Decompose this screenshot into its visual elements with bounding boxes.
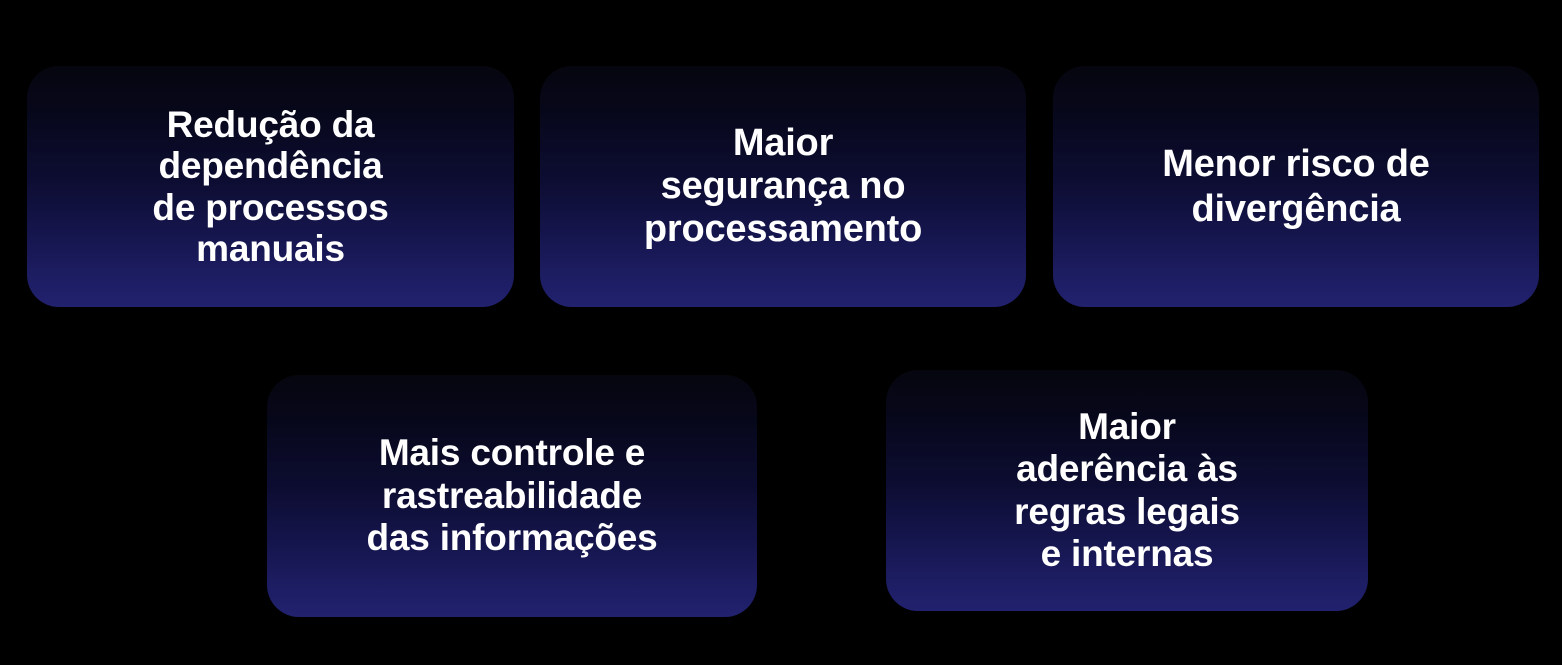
benefit-card-maior-seguranca: Maior segurança no processamento	[540, 66, 1026, 307]
benefit-card-menor-risco: Menor risco de divergência	[1053, 66, 1539, 307]
benefit-card-mais-controle: Mais controle e rastreabilidade das info…	[267, 375, 757, 617]
benefit-card-maior-aderencia: Maior aderência às regras legais e inter…	[886, 370, 1368, 611]
benefit-card-reducao-dependencia: Redução da dependência de processos manu…	[27, 66, 514, 307]
benefit-card-label: Redução da dependência de processos manu…	[152, 103, 389, 269]
benefit-card-label: Mais controle e rastreabilidade das info…	[366, 431, 658, 559]
benefit-card-label: Menor risco de divergência	[1162, 143, 1430, 230]
benefit-card-label: Maior aderência às regras legais e inter…	[1014, 406, 1240, 574]
benefit-card-label: Maior segurança no processamento	[643, 121, 923, 251]
